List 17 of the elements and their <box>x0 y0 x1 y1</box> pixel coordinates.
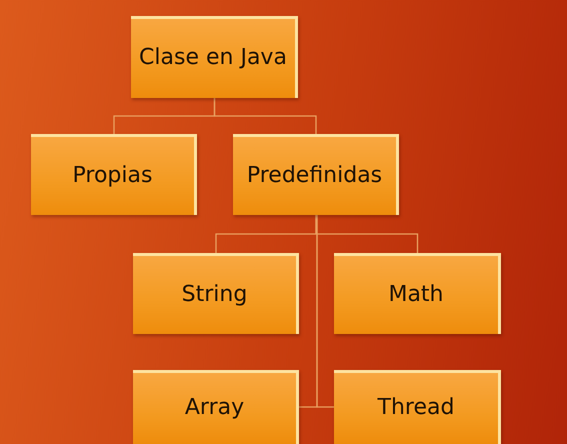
box-label: Predefinidas <box>246 162 384 190</box>
box-label: Propias <box>72 162 154 190</box>
connector-line <box>214 98 317 134</box>
box-label: String <box>180 280 248 309</box>
category-box <box>334 370 501 444</box>
category-box <box>133 253 299 334</box>
category-box <box>133 370 299 444</box>
box-label: Clase en Java <box>138 44 288 72</box>
category-box <box>233 134 399 215</box>
connector-line <box>315 215 418 253</box>
box-label: Array <box>184 394 246 422</box>
box-label: Math <box>387 280 445 309</box>
category-box <box>334 253 501 334</box>
category-box <box>131 16 298 98</box>
box-label: Thread <box>376 394 456 422</box>
category-box <box>31 134 197 215</box>
connector-line <box>316 215 334 408</box>
